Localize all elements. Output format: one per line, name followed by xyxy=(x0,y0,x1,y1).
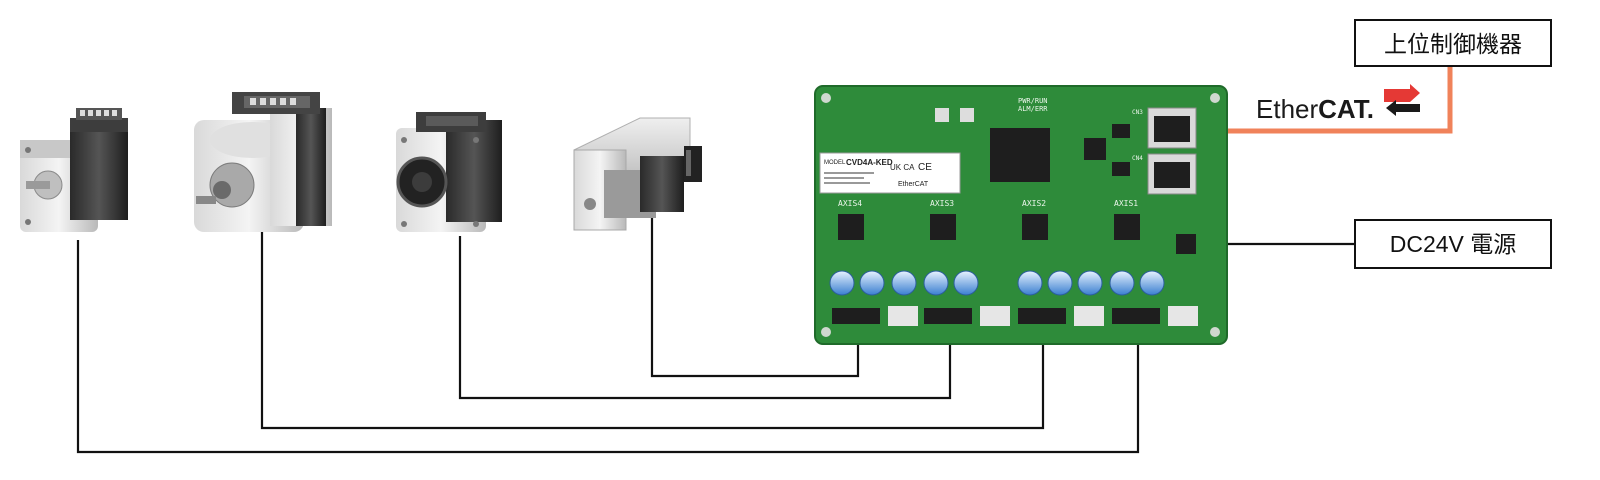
axis-1-label: AXIS1 xyxy=(1114,199,1138,208)
ethercat-logo: EtherCAT. xyxy=(1256,84,1420,124)
port-label-cn4: CN4 xyxy=(1132,155,1143,162)
ukca-mark: UK CA xyxy=(890,163,915,172)
ethercat-port-cn3: CN3 xyxy=(1132,107,1197,149)
host-label-text: 上位制御機器 xyxy=(1384,31,1522,57)
wire-motor-1 xyxy=(76,240,1140,454)
axis-4-label: AXIS4 xyxy=(838,199,862,208)
axis-3-block: AXIS3 xyxy=(930,199,956,240)
svg-text:EtherCAT.: EtherCAT. xyxy=(1256,94,1374,124)
power-supply-label: DC24V 電源 xyxy=(1354,219,1552,269)
model-prefix-text: MODEL xyxy=(824,160,846,166)
motor-3-encoder-motor-icon xyxy=(396,112,502,232)
wire-motor-3 xyxy=(458,236,952,400)
axis-2-label: AXIS2 xyxy=(1022,199,1046,208)
port-label-cn3: CN3 xyxy=(1132,109,1143,116)
wire-motor-4 xyxy=(650,216,860,378)
rotary-switch-1 xyxy=(935,108,949,122)
led-label-alm-err: ALM/ERR xyxy=(1018,105,1048,113)
axis-3-label: AXIS3 xyxy=(930,199,954,208)
motor-connectors xyxy=(832,306,1198,326)
ethernet-cable xyxy=(1190,66,1453,134)
motor-2-geared-motor-icon xyxy=(194,92,332,232)
power-label-text: DC24V 電源 xyxy=(1390,231,1517,257)
main-processor-chip xyxy=(990,128,1050,182)
ethercat-arrow-left-icon xyxy=(1386,100,1420,116)
motor-4-linear-actuator-icon xyxy=(573,117,702,231)
ethercat-logo-cat: CAT. xyxy=(1318,94,1374,124)
power-connector xyxy=(1176,234,1196,254)
host-controller-label: 上位制御機器 xyxy=(1354,19,1552,67)
ethercat-logo-ether: Ether xyxy=(1256,94,1318,124)
axis-2-block: AXIS2 xyxy=(1022,199,1048,240)
driver-board: MODEL CVD4A-KED UK CA CE EtherCAT PWR/RU… xyxy=(814,85,1228,345)
led-label-pwr-run: PWR/RUN xyxy=(1018,97,1048,105)
rotary-switch-2 xyxy=(960,108,974,122)
wire-motor-2 xyxy=(260,232,1045,430)
model-number-text: CVD4A-KED xyxy=(846,158,893,167)
axis-1-block: AXIS1 xyxy=(1114,199,1140,240)
ethercat-port-cn4: CN4 xyxy=(1132,153,1197,195)
motor-wires xyxy=(76,216,1140,454)
capacitors xyxy=(829,270,1165,296)
ethercat-badge: EtherCAT xyxy=(898,181,929,188)
axis-4-block: AXIS4 xyxy=(838,199,864,240)
ethercat-arrow-right-icon xyxy=(1384,84,1420,102)
motor-1-stepping-motor-icon xyxy=(20,108,128,232)
model-label-sticker: MODEL CVD4A-KED UK CA CE EtherCAT xyxy=(819,152,961,194)
ce-mark: CE xyxy=(918,162,932,173)
